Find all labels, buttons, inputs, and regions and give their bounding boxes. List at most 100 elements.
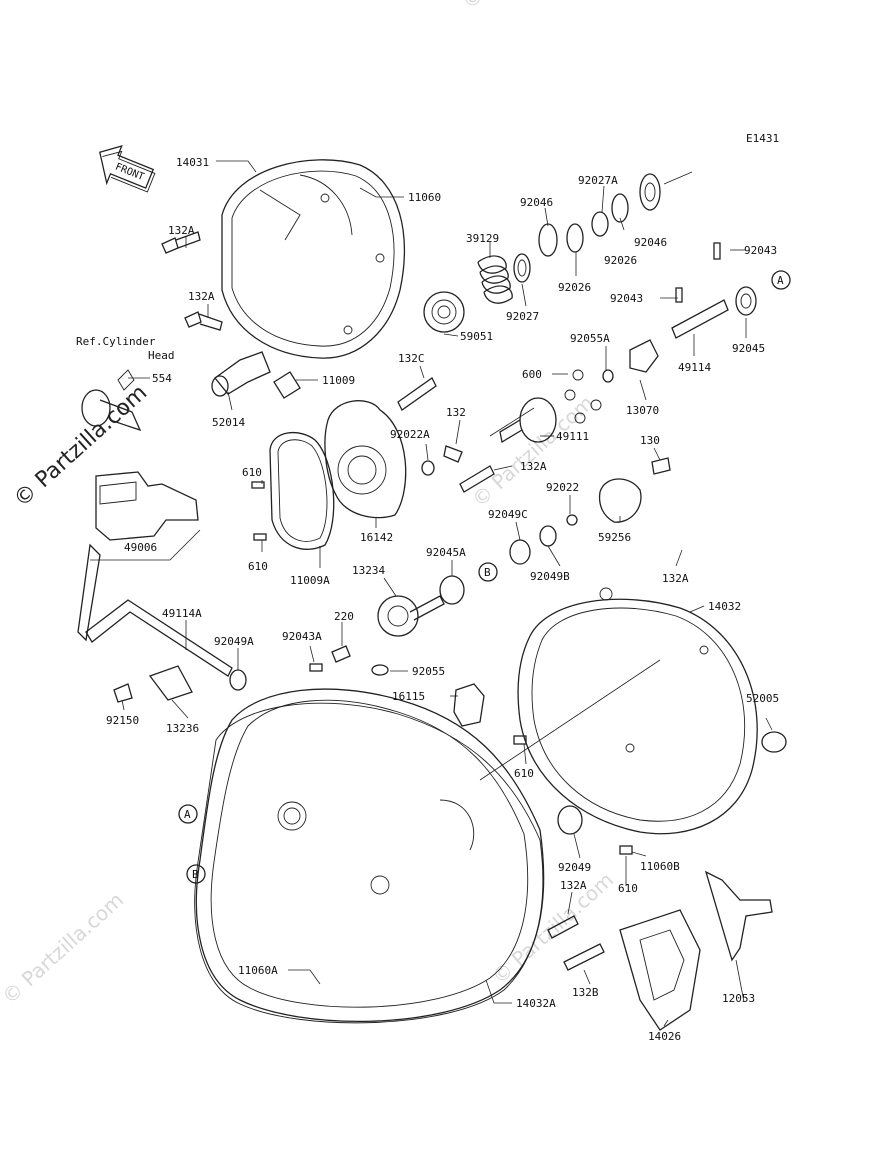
label-132a-3: 132A	[520, 460, 547, 473]
label-92049c: 92049C	[488, 508, 528, 521]
bolt-92150	[113, 683, 133, 703]
pin-610-b	[253, 533, 267, 541]
part-labels: 14031 11060 132A 132A 39129 92046 92027A…	[106, 156, 779, 1043]
label-52005: 52005	[746, 692, 779, 705]
bolt-132a-pump	[459, 465, 495, 493]
seal-52005	[761, 731, 787, 753]
label-14032a: 14032A	[516, 997, 556, 1010]
label-92049b: 92049B	[530, 570, 570, 583]
svg-text:A: A	[777, 274, 784, 287]
front-arrow-icon: FRONT	[99, 145, 156, 193]
elbow-ref-cylinder	[81, 389, 142, 432]
label-92022: 92022	[546, 481, 579, 494]
pump-cover-59256	[566, 478, 642, 526]
label-600: 600	[522, 368, 542, 381]
oring-92055	[371, 664, 389, 676]
label-11009a: 11009A	[290, 574, 330, 587]
label-92045a: 92045A	[426, 546, 466, 559]
label-11060: 11060	[408, 191, 441, 204]
pump-body-16142	[324, 400, 407, 519]
label-610-c: 610	[514, 767, 534, 780]
label-132c: 132C	[398, 352, 425, 365]
ref-note-line1: Ref.Cylinder	[76, 335, 156, 348]
elbow-52014	[211, 351, 271, 397]
washer-stack	[513, 173, 661, 283]
label-49006: 49006	[124, 541, 157, 554]
label-92043a-2: 92043A	[282, 630, 322, 643]
label-92022a: 92022A	[390, 428, 430, 441]
gasket-11009a	[269, 431, 335, 550]
label-92055: 92055	[412, 665, 445, 678]
label-92027a: 92027A	[578, 174, 618, 187]
label-132b: 132B	[572, 986, 599, 999]
pin-610-a	[251, 481, 265, 489]
watermarks: © Partzilla.com © Partzilla.com © Partzi…	[0, 0, 618, 1009]
bolt-130	[651, 457, 671, 475]
label-92055a: 92055A	[570, 332, 610, 345]
label-92045: 92045	[732, 342, 765, 355]
label-49114a: 49114A	[162, 607, 202, 620]
watermark-bottom-left: © Partzilla.com	[0, 888, 128, 1009]
shaft-49114a	[77, 543, 233, 677]
bolt-132a-upper	[161, 231, 201, 254]
label-14031: 14031	[176, 156, 209, 169]
label-92046b: 92046	[634, 236, 667, 249]
label-132a-4: 132A	[662, 572, 689, 585]
label-132a-5: 132A	[560, 879, 587, 892]
label-92049: 92049	[558, 861, 591, 874]
svg-text:B: B	[192, 868, 199, 881]
label-16142: 16142	[360, 531, 393, 544]
label-11009: 11009	[322, 374, 355, 387]
label-132: 132	[446, 406, 466, 419]
label-132a-2: 132A	[188, 290, 215, 303]
gear-59051	[423, 291, 465, 333]
label-13070: 13070	[626, 404, 659, 417]
crankcase-cover	[195, 688, 545, 1023]
spring-39129	[477, 255, 513, 304]
label-554: 554	[152, 372, 172, 385]
bolt-132b	[563, 943, 605, 971]
plug-16115	[453, 683, 485, 727]
seal-92049a	[229, 669, 247, 691]
label-92049a: 92049A	[214, 635, 254, 648]
bracket-12053	[704, 870, 773, 962]
seal-92049	[557, 805, 583, 835]
clip-554	[117, 369, 135, 391]
balls-600	[564, 369, 602, 424]
label-59256: 59256	[598, 531, 631, 544]
pin-610-c	[513, 735, 527, 745]
label-11060b: 11060B	[640, 860, 680, 873]
duct-49006	[95, 471, 199, 541]
label-92026a: 92026	[604, 254, 637, 267]
label-130: 130	[640, 434, 660, 447]
label-11060a: 11060A	[238, 964, 278, 977]
gasket-11009	[273, 371, 301, 399]
label-14026: 14026	[648, 1030, 681, 1043]
bolt-132	[443, 445, 463, 463]
label-49111: 49111	[556, 430, 589, 443]
label-610-a: 610	[242, 466, 262, 479]
label-12053: 12053	[722, 992, 755, 1005]
label-39129: 39129	[466, 232, 499, 245]
label-49114: 49114	[678, 361, 711, 374]
label-59051: 59051	[460, 330, 493, 343]
callout-a-left: A	[178, 804, 198, 824]
label-220: 220	[334, 610, 354, 623]
label-13236: 13236	[166, 722, 199, 735]
callout-a-right: A	[771, 270, 791, 290]
label-92150: 92150	[106, 714, 139, 727]
label-52014: 52014	[212, 416, 245, 429]
watermark-side: © Partzilla.com	[9, 380, 152, 512]
leader-lines	[90, 160, 773, 1027]
bolt-220	[331, 645, 351, 663]
watermark-top: © Partzilla.com	[457, 0, 588, 14]
gear-13234	[377, 595, 445, 637]
ref-note-line2: Head	[148, 349, 175, 362]
bearing-92045a	[439, 575, 465, 605]
callout-b-left: B	[186, 864, 206, 884]
bolt-132a-mid	[184, 311, 223, 331]
label-13234: 13234	[352, 564, 385, 577]
impeller-13070	[602, 339, 659, 383]
bracket-13236	[148, 665, 193, 701]
bearing-92049c	[509, 539, 531, 565]
